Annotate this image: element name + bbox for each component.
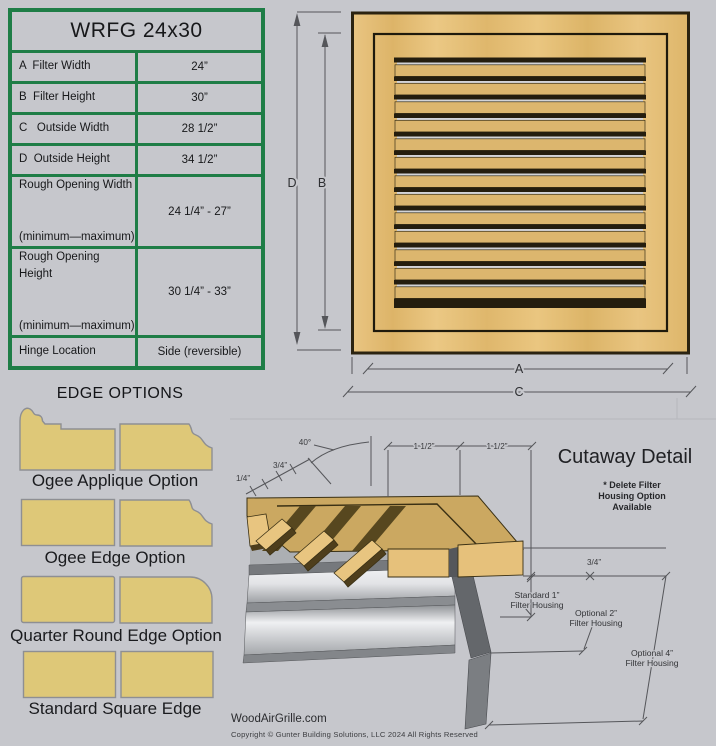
edge-option-ogee-edge [20, 498, 213, 547]
cutaway-note-line2: Housing Option [598, 491, 666, 501]
copyright-text: Copyright © Gunter Building Solutions, L… [231, 730, 478, 739]
dim-three-quarter: 3/4” [273, 461, 287, 470]
row-value: Side (reversible) [135, 335, 265, 370]
housing-standard-line2: Filter Housing [510, 600, 563, 610]
product-title: WRFG 24x30 [8, 8, 265, 53]
table-row: Hinge Location Side (reversible) [8, 335, 265, 370]
edge-option-label: Standard Square Edge [28, 699, 202, 718]
edge-option-ogee-applique [19, 407, 213, 471]
housing-optional4-line1: Optional 4” [631, 648, 673, 658]
edge-option-label: Ogee Edge Option [44, 548, 186, 567]
dim-label-b: B [318, 176, 326, 190]
row-label: B Filter Height [19, 91, 96, 104]
row-label-line2: (minimum—maximum) [19, 320, 135, 332]
row-value: 34 1/2” [135, 143, 265, 177]
housing-optional2-line1: Optional 2” [575, 608, 617, 618]
table-row: B Filter Height 30” [8, 81, 265, 115]
edge-profile-right [120, 650, 214, 699]
cutaway-title: Cutaway Detail [558, 446, 693, 468]
row-value: 30 1/4” - 33” [135, 245, 265, 339]
dimension-d: D [288, 11, 341, 351]
edge-profile-right [119, 576, 213, 624]
table-row: C Outside Width 28 1/2” [8, 112, 265, 146]
louver-ends [255, 518, 387, 588]
row-label-line2: (minimum—maximum) [19, 230, 135, 243]
dim-label-c: C [514, 385, 523, 399]
edge-options-title: EDGE OPTIONS [56, 385, 184, 402]
edge-option-standard-square [22, 650, 214, 699]
row-label: Hinge Location [19, 345, 96, 358]
edge-profile-left [19, 407, 116, 471]
edge-profile-left [22, 650, 117, 699]
housing-optional2-line2: Filter Housing [569, 618, 622, 628]
row-label: D Outside Height [19, 153, 110, 166]
row-label: A Filter Width [19, 60, 91, 73]
edge-profile-right [119, 423, 213, 471]
row-value: 28 1/2” [135, 112, 265, 146]
housing-optional4-line2: Filter Housing [625, 658, 678, 668]
table-row: A Filter Width 24” [8, 50, 265, 84]
housing-standard-line1: Standard 1” [515, 590, 560, 600]
edge-profile-left [20, 575, 116, 624]
table-row: Rough Opening Width (minimum—maximum) 24… [8, 174, 265, 249]
dimension-c: C [342, 357, 697, 400]
dim-label-a: A [515, 362, 524, 376]
grille-front-diagram: D B A C [288, 11, 697, 400]
edge-option-label: Ogee Applique Option [31, 471, 199, 490]
dim-thickness: 3/4” [587, 558, 601, 567]
edge-profile-right [119, 499, 213, 547]
wood-grille-cross-section [246, 495, 525, 588]
dimension-a: A [362, 360, 674, 378]
edge-profile-left [20, 498, 116, 547]
housing-labels: Standard 1” Filter Housing Optional 2” F… [509, 589, 680, 670]
dim-angle: 40° [299, 438, 311, 447]
row-label: Rough Opening Height [19, 251, 103, 281]
cutaway-detail-drawing: 1 1/2” 1 1/2” 40° 1/4” 3/4” 3/4” [230, 398, 716, 730]
row-value: 24” [135, 50, 265, 84]
website-link[interactable]: WoodAirGrille.com [231, 713, 327, 725]
dim-quarter: 1/4” [236, 474, 250, 483]
cutaway-dimensions: 1 1/2” 1 1/2” 40° 1/4” 3/4” 3/4” [234, 436, 671, 730]
dim-label-d: D [288, 176, 297, 190]
grille-inner-outline [372, 32, 669, 333]
dim-frame-a: 1 1/2” [414, 442, 435, 451]
grille-louvers [394, 57, 646, 308]
cutaway-note-line1: * Delete Filter [603, 480, 661, 490]
cutaway-note-line3: Available [612, 502, 651, 512]
spec-table: WRFG 24x30 A Filter Width 24” B Filter H… [8, 8, 265, 370]
dim-frame-b: 1 1/2” [487, 442, 508, 451]
row-label: Rough Opening Width [19, 179, 133, 191]
edge-option-quarter-round [20, 575, 213, 624]
row-label: C Outside Width [19, 122, 110, 135]
table-row: D Outside Height 34 1/2” [8, 143, 265, 177]
row-value: 30” [135, 81, 265, 115]
row-value: 24 1/4” - 27” [135, 174, 265, 249]
dimension-b: B [316, 32, 341, 331]
edge-option-label: Quarter Round Edge Option [10, 626, 222, 645]
table-row: Rough Opening Height (minimum—maximum) 3… [8, 245, 265, 339]
